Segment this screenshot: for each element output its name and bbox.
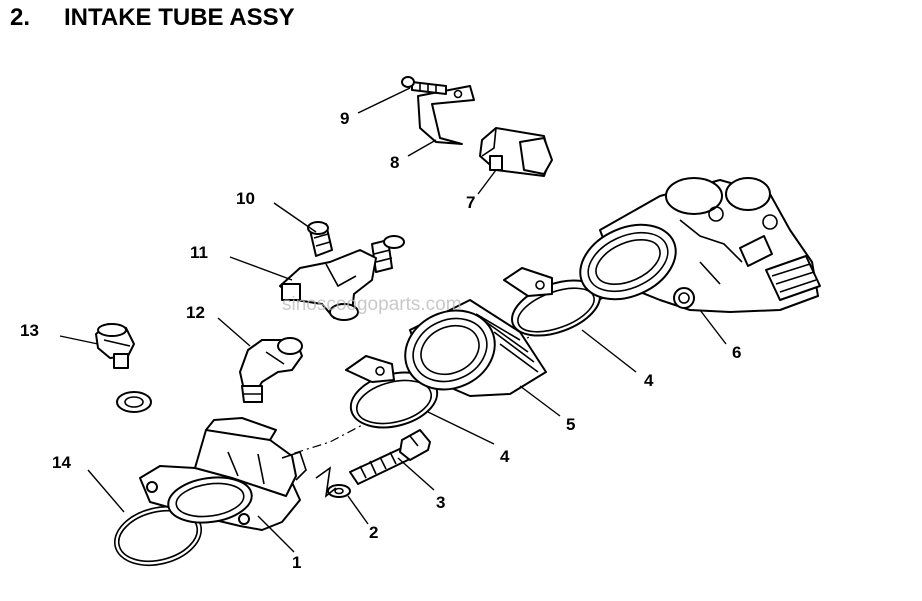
part-13-sensor xyxy=(95,323,135,369)
callout-6: 6 xyxy=(732,343,741,362)
page-title: 2. INTAKE TUBE ASSY xyxy=(10,4,295,32)
part-6-throttle-body xyxy=(579,177,821,313)
callout-13: 13 xyxy=(20,321,39,340)
part-11-injector-holder xyxy=(279,249,377,321)
part-1-intake-manifold xyxy=(139,417,307,531)
callout-10: 10 xyxy=(236,189,255,208)
callout-4-lower: 4 xyxy=(500,447,510,466)
part-3-bolt xyxy=(349,429,431,485)
watermark-text: sinoscoogoparts.com xyxy=(282,294,462,315)
part-13-washer xyxy=(116,391,152,413)
leader-lines xyxy=(59,87,727,553)
part-4-hose-clamp-lower xyxy=(345,355,439,429)
section-number: 2. xyxy=(10,4,31,31)
callout-8: 8 xyxy=(390,153,399,172)
callout-2: 2 xyxy=(369,523,378,542)
callout-14: 14 xyxy=(52,453,71,472)
callout-4-upper: 4 xyxy=(644,371,654,390)
part-5-intake-boot xyxy=(404,299,547,397)
part-8-bracket xyxy=(417,85,475,145)
part-4-hose-clamp-upper xyxy=(503,267,601,337)
callout-labels: 9 8 7 10 11 12 13 14 1 2 3 4 5 4 6 xyxy=(20,109,741,572)
callout-11: 11 xyxy=(190,243,208,262)
callout-9: 9 xyxy=(340,109,349,128)
part-14-o-ring xyxy=(113,506,203,566)
callout-12: 12 xyxy=(186,303,205,322)
part-2-washer xyxy=(315,466,351,498)
part-12-fuel-injector xyxy=(239,337,303,403)
part-9-screw xyxy=(401,76,447,95)
callout-7: 7 xyxy=(466,193,475,212)
callout-3: 3 xyxy=(436,493,445,512)
callout-5: 5 xyxy=(566,415,575,434)
part-7-connector xyxy=(479,127,553,177)
callout-1: 1 xyxy=(292,553,301,572)
section-title: INTAKE TUBE ASSY xyxy=(64,4,295,31)
